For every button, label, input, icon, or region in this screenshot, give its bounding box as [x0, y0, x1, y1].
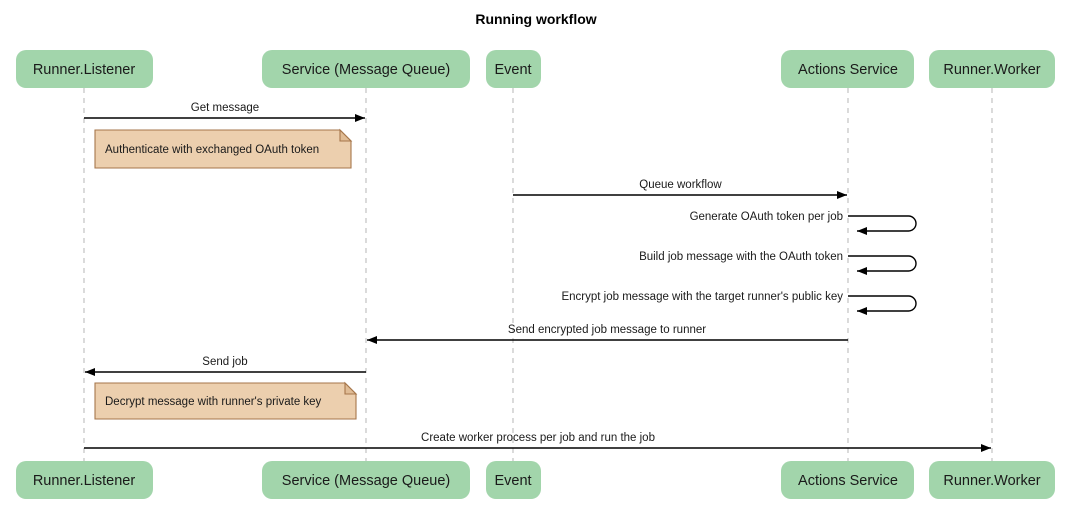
participants-top-group: Runner.Listener Service (Message Queue) Ev…: [16, 50, 1055, 88]
message-label: Create worker process per job and run th…: [421, 432, 655, 444]
diagram-title: Running workflow: [475, 11, 596, 27]
participant-box: [16, 50, 153, 88]
note-fold-corner-icon: [339, 128, 353, 142]
participant-actions-service-bottom[interactable]: Actions Service: [781, 461, 914, 499]
participant-box: [16, 461, 153, 499]
message-get-message[interactable]: Get message: [84, 102, 365, 122]
message-create-worker-process[interactable]: Create worker process per job and run th…: [84, 432, 991, 452]
message-label: Encrypt job message with the target runn…: [561, 291, 843, 303]
message-label: Queue workflow: [639, 179, 722, 191]
participant-service-message-queue-bottom[interactable]: Service (Message Queue): [262, 461, 470, 499]
participant-label: Runner.Worker: [943, 473, 1040, 489]
note-text: Authenticate with exchanged OAuth token: [105, 144, 319, 156]
participant-box: [262, 50, 470, 88]
note-body: [94, 129, 352, 169]
self-loop-path: [848, 255, 917, 275]
participant-runner-worker-bottom[interactable]: Runner.Worker: [929, 461, 1055, 499]
lifelines-group: [83, 88, 993, 461]
participant-actions-service-top[interactable]: Actions Service: [781, 50, 914, 88]
message-send-encrypted-job-message-to-runner[interactable]: Send encrypted job message to runner: [367, 324, 848, 344]
note-text: Decrypt message with runner's private ke…: [105, 396, 322, 408]
participant-label: Runner.Listener: [33, 473, 136, 489]
participant-label: Runner.Worker: [943, 62, 1040, 78]
participants-bottom-group: Runner.Listener Service (Message Queue) Ev…: [16, 461, 1055, 499]
participant-box: [781, 50, 914, 88]
participant-label: Event: [494, 62, 531, 78]
notes-group: Authenticate with exchanged OAuth tokenD…: [94, 128, 358, 420]
message-build-job-message-with-oauth-token[interactable]: Build job message with the OAuth token: [639, 251, 917, 275]
participant-label: Service (Message Queue): [282, 62, 450, 78]
participant-event-top[interactable]: Event: [486, 50, 541, 88]
participant-box: [262, 461, 470, 499]
participant-label: Service (Message Queue): [282, 473, 450, 489]
message-label: Send encrypted job message to runner: [508, 324, 706, 336]
message-queue-workflow[interactable]: Queue workflow: [513, 179, 847, 199]
message-encrypt-job-message-public-key[interactable]: Encrypt job message with the target runn…: [561, 291, 917, 315]
participant-label: Runner.Listener: [33, 62, 136, 78]
message-generate-oauth-token-per-job[interactable]: Generate OAuth token per job: [690, 211, 917, 235]
participant-runner-listener-top[interactable]: Runner.Listener: [16, 50, 153, 88]
message-label: Send job: [202, 356, 247, 368]
participant-box: [929, 461, 1055, 499]
participant-label: Event: [494, 473, 531, 489]
participant-event-bottom[interactable]: Event: [486, 461, 541, 499]
message-send-job[interactable]: Send job: [85, 356, 366, 376]
note-fold-corner-icon: [344, 381, 358, 395]
message-label: Get message: [191, 102, 259, 114]
participant-label: Actions Service: [798, 473, 898, 489]
participant-service-message-queue-top[interactable]: Service (Message Queue): [262, 50, 470, 88]
message-label: Generate OAuth token per job: [690, 211, 843, 223]
message-label: Build job message with the OAuth token: [639, 251, 843, 263]
participant-box: [486, 461, 541, 499]
participant-runner-worker-top[interactable]: Runner.Worker: [929, 50, 1055, 88]
self-loop-path: [848, 215, 917, 235]
participant-box: [486, 50, 541, 88]
participant-box: [781, 461, 914, 499]
note-decrypt-note: Decrypt message with runner's private ke…: [94, 381, 358, 420]
participant-box: [929, 50, 1055, 88]
self-loop-path: [848, 295, 917, 315]
participant-runner-listener-bottom[interactable]: Runner.Listener: [16, 461, 153, 499]
note-authenticate-note: Authenticate with exchanged OAuth token: [94, 128, 353, 169]
note-body: [94, 382, 357, 420]
participant-label: Actions Service: [798, 62, 898, 78]
